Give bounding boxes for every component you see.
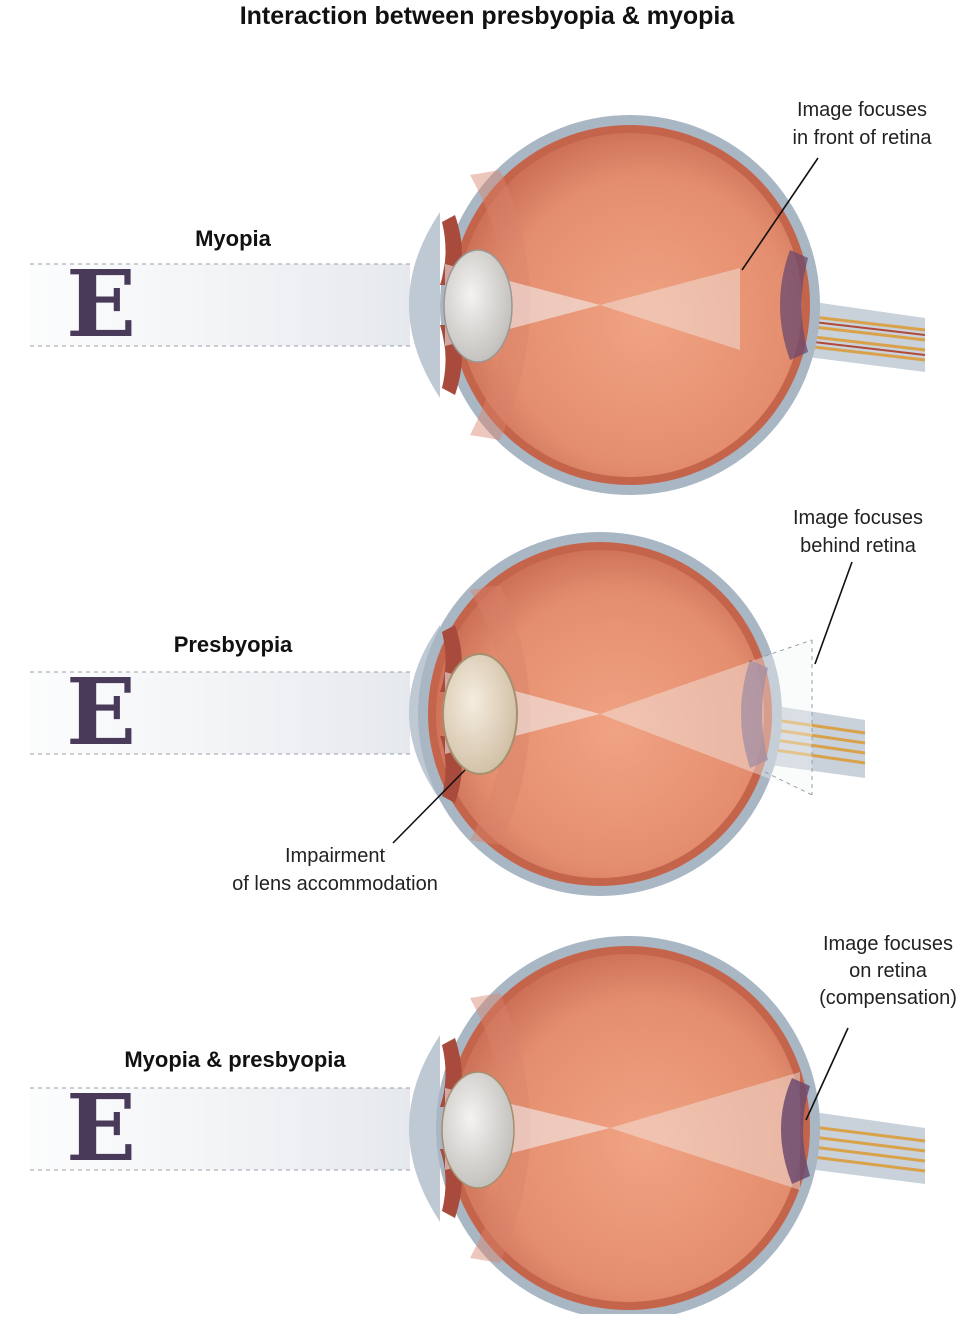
lens-callout-leader: [392, 769, 466, 844]
retina-macula-image: [781, 1078, 810, 1184]
callout-leader: [805, 1027, 849, 1121]
lens: [443, 249, 513, 363]
optic-nerve-fibers: [804, 314, 926, 362]
optic-nerve-vessels: [804, 320, 926, 356]
panel-myopia: E Myopia Image focuses in front of retin…: [30, 99, 932, 495]
retina-macula: [780, 250, 808, 360]
eye-chart-letter: E: [66, 250, 136, 358]
panel-label: Myopia & presbyopia: [124, 1047, 346, 1072]
callout-line-2: in front of retina: [793, 127, 933, 149]
panel-presbyopia: E Presbyopia Image focuses behind retina…: [30, 507, 923, 896]
diverging-rays: [600, 268, 740, 350]
page-title: Interaction between presbyopia & myopia: [240, 2, 736, 30]
lens-callout-line-2: of lens accommodation: [232, 873, 438, 895]
lens: [441, 1071, 515, 1189]
callout-line-2: on retina: [849, 960, 928, 982]
eye-chart-letter: E: [66, 658, 136, 766]
optic-nerve-fibers: [804, 1124, 926, 1173]
ciliary-zone: [470, 170, 530, 440]
panel-myopia-presbyopia: E Myopia & presbyopia Image focuses on r…: [30, 933, 957, 1319]
panel-label: Myopia: [195, 226, 272, 251]
lens-callout-line-1: Impairment: [285, 845, 385, 867]
retina-macula: [741, 660, 768, 768]
ciliary-zone: [470, 585, 530, 845]
optic-nerve-fibers: [774, 718, 866, 765]
lens-aged: [442, 653, 518, 775]
cornea: [409, 1035, 440, 1222]
callout-line-3: (compensation): [819, 987, 957, 1009]
light-beam: [30, 264, 410, 346]
cornea: [409, 212, 440, 398]
light-beam: [30, 672, 410, 754]
panel-label: Presbyopia: [174, 632, 293, 657]
callout-leader: [814, 561, 853, 665]
diverging-rays: [610, 1072, 800, 1190]
vitreous-body: [454, 954, 802, 1302]
light-beam: [30, 1088, 410, 1170]
callout-leader: [741, 157, 819, 271]
callout-line-1: Image focuses: [793, 507, 923, 529]
projected-focus-edge: [764, 771, 813, 796]
callout-line-1: Image focuses: [797, 99, 927, 121]
ciliary-zone: [470, 993, 530, 1263]
callout-line-2: behind retina: [800, 535, 917, 557]
projected-focus-edge: [764, 639, 813, 657]
eye-chart-letter: E: [66, 1074, 136, 1182]
callout-line-1: Image focuses: [823, 933, 953, 955]
diverging-rays: [600, 640, 812, 795]
vitreous-body: [458, 133, 802, 477]
